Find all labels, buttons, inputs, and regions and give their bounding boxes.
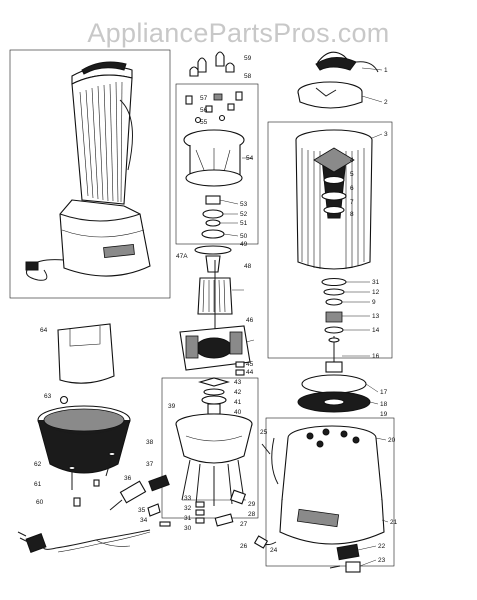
- callout-41: 41: [234, 399, 242, 406]
- callout-61: 61: [34, 481, 42, 488]
- callout-49: 49: [240, 241, 248, 248]
- callout-21: 21: [390, 519, 398, 526]
- callout-13: 13: [372, 313, 380, 320]
- callout-37: 37: [146, 461, 154, 468]
- callout-32: 32: [184, 505, 192, 512]
- callout-28: 28: [248, 511, 256, 518]
- callout-5: 5: [350, 171, 354, 178]
- base-housing: [253, 417, 395, 573]
- callout-51: 51: [240, 220, 248, 227]
- callout-63: 63: [44, 393, 52, 400]
- callout-27: 27: [240, 521, 248, 528]
- callout-60: 60: [36, 499, 44, 506]
- jar-stack: [267, 51, 393, 413]
- lower-left-parts: [17, 323, 171, 553]
- callout-26: 26: [240, 543, 248, 550]
- callout-8: 8: [350, 211, 354, 218]
- callout-7: 7: [350, 199, 354, 206]
- callout-20: 20: [388, 437, 396, 444]
- callout-12: 12: [372, 289, 380, 296]
- callout-33: 33: [184, 495, 192, 502]
- callout-54: 54: [246, 155, 254, 162]
- callout-45: 45: [246, 361, 254, 368]
- callout-55: 55: [200, 119, 208, 126]
- callout-2: 2: [384, 99, 388, 106]
- callout-23: 23: [378, 557, 386, 564]
- callout-59: 59: [244, 55, 252, 62]
- callout-9: 9: [372, 299, 376, 306]
- callout-25: 25: [260, 429, 268, 436]
- base-frame-group: [161, 377, 259, 527]
- callout-53: 53: [240, 201, 248, 208]
- callout-29: 29: [248, 501, 256, 508]
- callout-18: 18: [380, 401, 388, 408]
- callout-62: 62: [34, 461, 42, 468]
- callout-57: 57: [200, 95, 208, 102]
- callout-1: 1: [384, 67, 388, 74]
- callout-16: 16: [372, 353, 380, 360]
- callout-52: 52: [240, 211, 248, 218]
- callout-47a: 47A: [176, 253, 188, 260]
- callout-43: 43: [234, 379, 242, 386]
- callout-58: 58: [244, 73, 252, 80]
- callout-31: 31: [372, 279, 380, 286]
- callout-46: 46: [246, 317, 254, 324]
- callout-30: 30: [184, 525, 192, 532]
- callout-35: 35: [138, 507, 146, 514]
- callout-19: 19: [380, 411, 388, 418]
- callout-50: 50: [240, 233, 248, 240]
- callout-42: 42: [234, 389, 242, 396]
- motor-assembly: [179, 245, 251, 376]
- callout-3: 3: [384, 131, 388, 138]
- callout-6: 6: [350, 185, 354, 192]
- callout-31: 31: [184, 515, 192, 522]
- callout-17: 17: [380, 389, 388, 396]
- callout-14: 14: [372, 327, 380, 334]
- callout-36: 36: [124, 475, 132, 482]
- assembled-blender: [9, 49, 171, 299]
- callout-64: 64: [40, 327, 48, 334]
- callout-4: 4: [350, 157, 354, 164]
- callout-44: 44: [246, 369, 254, 376]
- callout-34: 34: [140, 517, 148, 524]
- callout-40: 40: [234, 409, 242, 416]
- callout-24: 24: [270, 547, 278, 554]
- callout-38: 38: [146, 439, 154, 446]
- callout-39: 39: [168, 403, 176, 410]
- callout-22: 22: [378, 543, 386, 550]
- callout-labels: 1 2 3 4 5 6 7 8 31 12 9 13 14 16 17 18 1…: [34, 55, 398, 567]
- callout-48: 48: [244, 263, 252, 270]
- callout-56: 56: [200, 107, 208, 114]
- motor-top-group: [175, 51, 259, 245]
